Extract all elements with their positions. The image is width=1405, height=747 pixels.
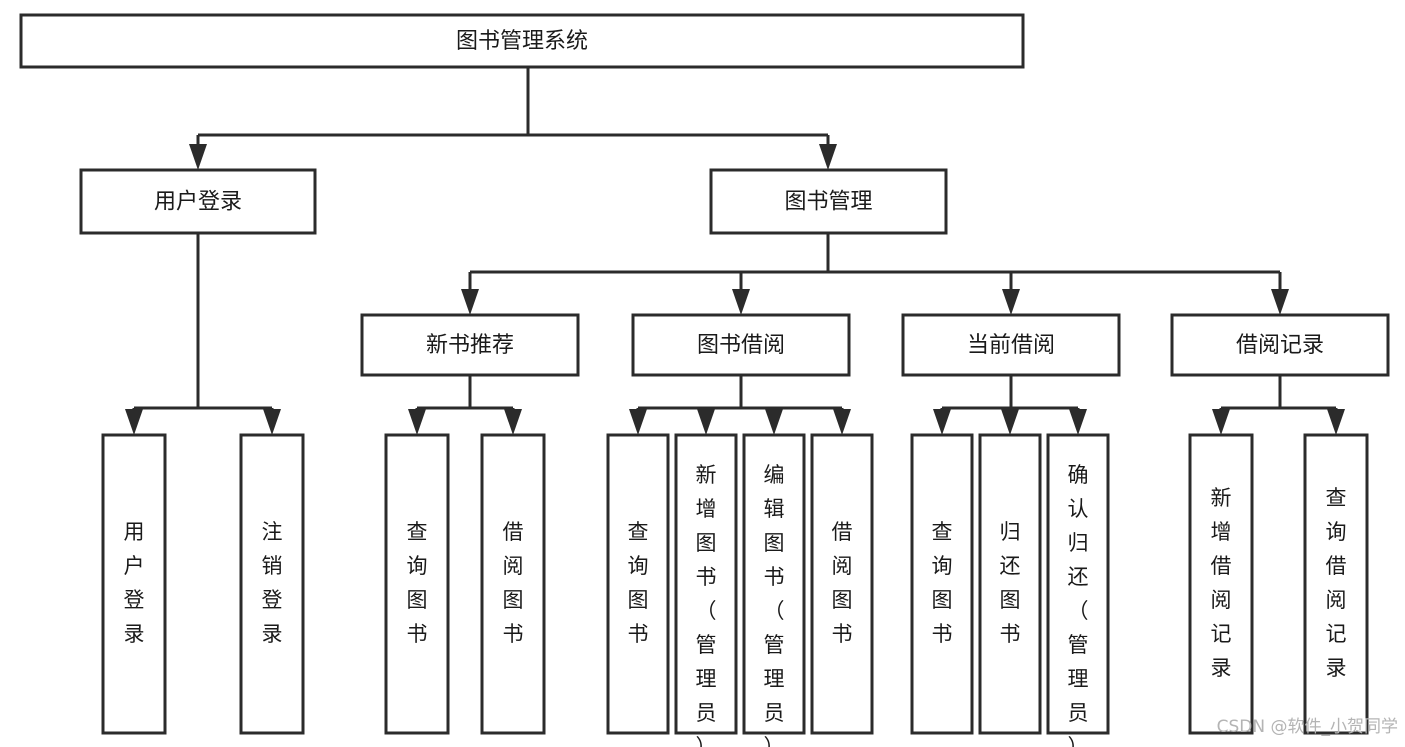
node-box-leaf-query-book-1[interactable] — [384, 433, 450, 735]
node-box-leaf-return-book[interactable] — [978, 433, 1042, 735]
node-user-login[interactable]: 用户登录 — [79, 168, 317, 235]
node-box-leaf-query-book-3[interactable] — [910, 433, 974, 735]
node-leaf-query-book-1[interactable]: 查询图书 — [384, 433, 450, 735]
arrow-down-icon — [189, 144, 207, 170]
node-label-leaf-query-book-1: 查询图书 — [407, 520, 428, 646]
node-box-borrow-record[interactable] — [1170, 313, 1390, 377]
node-leaf-add-record[interactable]: 新增借阅记录 — [1188, 433, 1254, 735]
arrow-down-icon — [819, 144, 837, 170]
node-current-borrow[interactable]: 当前借阅 — [901, 313, 1121, 377]
node-layer: 图书管理系统用户登录图书管理新书推荐图书借阅当前借阅借阅记录用户登录注销登录查询… — [19, 13, 1390, 747]
arrow-down-icon — [1069, 409, 1087, 435]
arrow-down-icon — [697, 409, 715, 435]
node-book-borrow[interactable]: 图书借阅 — [631, 313, 851, 377]
node-root[interactable]: 图书管理系统 — [19, 13, 1025, 69]
node-box-leaf-query-book-2[interactable] — [606, 433, 670, 735]
node-leaf-query-book-2[interactable]: 查询图书 — [606, 433, 670, 735]
node-box-new-book-recommend[interactable] — [360, 313, 580, 377]
node-leaf-edit-book[interactable]: 编辑图书（管理员） — [742, 433, 806, 747]
arrow-down-icon — [1327, 409, 1345, 435]
node-leaf-query-record[interactable]: 查询借阅记录 — [1303, 433, 1369, 735]
node-box-leaf-borrow-book-1[interactable] — [480, 433, 546, 735]
node-book-manage[interactable]: 图书管理 — [709, 168, 948, 235]
node-box-book-manage[interactable] — [709, 168, 948, 235]
node-label-leaf-query-book-2: 查询图书 — [628, 520, 649, 646]
node-label-leaf-query-book-3: 查询图书 — [932, 520, 953, 646]
node-box-leaf-add-record[interactable] — [1188, 433, 1254, 735]
node-box-root[interactable] — [19, 13, 1025, 69]
node-label-leaf-confirm-return: 确认归还（管理员） — [1068, 463, 1089, 747]
node-label-book-borrow: 图书借阅 — [697, 333, 785, 358]
node-label-user-login: 用户登录 — [154, 190, 242, 215]
node-label-current-borrow: 当前借阅 — [967, 333, 1055, 358]
arrow-down-icon — [408, 409, 426, 435]
arrow-down-icon — [1001, 409, 1019, 435]
node-box-leaf-add-book[interactable] — [674, 433, 738, 735]
node-leaf-borrow-book-1[interactable]: 借阅图书 — [480, 433, 546, 735]
node-label-leaf-add-record: 新增借阅记录 — [1211, 486, 1232, 680]
node-leaf-confirm-return[interactable]: 确认归还（管理员） — [1046, 433, 1110, 747]
node-box-leaf-edit-book[interactable] — [742, 433, 806, 735]
csdn-watermark: CSDN @软件_小贺同学 — [1217, 717, 1398, 737]
node-label-new-book-recommend: 新书推荐 — [426, 333, 514, 358]
node-label-leaf-return-book: 归还图书 — [1000, 520, 1021, 646]
arrow-down-icon — [263, 409, 281, 435]
arrow-down-icon — [765, 409, 783, 435]
arrow-down-icon — [461, 289, 479, 315]
node-box-leaf-user-logout[interactable] — [239, 433, 305, 735]
arrow-down-icon — [1002, 289, 1020, 315]
node-label-leaf-user-logout: 注销登录 — [262, 520, 283, 646]
node-leaf-user-logout[interactable]: 注销登录 — [239, 433, 305, 735]
node-label-book-manage: 图书管理 — [784, 190, 872, 215]
node-leaf-add-book[interactable]: 新增图书（管理员） — [674, 433, 738, 747]
node-label-leaf-query-record: 查询借阅记录 — [1326, 486, 1347, 680]
arrow-down-icon — [732, 289, 750, 315]
node-leaf-query-book-3[interactable]: 查询图书 — [910, 433, 974, 735]
node-label-leaf-edit-book: 编辑图书（管理员） — [764, 463, 785, 747]
node-label-leaf-borrow-book-1: 借阅图书 — [503, 520, 524, 646]
node-box-current-borrow[interactable] — [901, 313, 1121, 377]
arrow-down-icon — [629, 409, 647, 435]
node-label-leaf-user-login: 用户登录 — [124, 520, 145, 646]
arrow-down-icon — [125, 409, 143, 435]
node-label-leaf-add-book: 新增图书（管理员） — [696, 463, 717, 747]
node-leaf-borrow-book-2[interactable]: 借阅图书 — [810, 433, 874, 735]
node-box-leaf-borrow-book-2[interactable] — [810, 433, 874, 735]
node-label-leaf-borrow-book-2: 借阅图书 — [832, 520, 853, 646]
connector-layer — [125, 67, 1345, 435]
node-label-root: 图书管理系统 — [456, 29, 588, 54]
node-box-user-login[interactable] — [79, 168, 317, 235]
node-leaf-return-book[interactable]: 归还图书 — [978, 433, 1042, 735]
arrow-down-icon — [1271, 289, 1289, 315]
node-borrow-record[interactable]: 借阅记录 — [1170, 313, 1390, 377]
node-new-book-recommend[interactable]: 新书推荐 — [360, 313, 580, 377]
arrow-down-icon — [933, 409, 951, 435]
arrow-down-icon — [833, 409, 851, 435]
node-box-leaf-confirm-return[interactable] — [1046, 433, 1110, 735]
node-leaf-user-login[interactable]: 用户登录 — [101, 433, 167, 735]
node-label-borrow-record: 借阅记录 — [1236, 333, 1324, 358]
node-box-book-borrow[interactable] — [631, 313, 851, 377]
arrow-down-icon — [1212, 409, 1230, 435]
node-box-leaf-user-login[interactable] — [101, 433, 167, 735]
arrow-down-icon — [504, 409, 522, 435]
node-box-leaf-query-record[interactable] — [1303, 433, 1369, 735]
